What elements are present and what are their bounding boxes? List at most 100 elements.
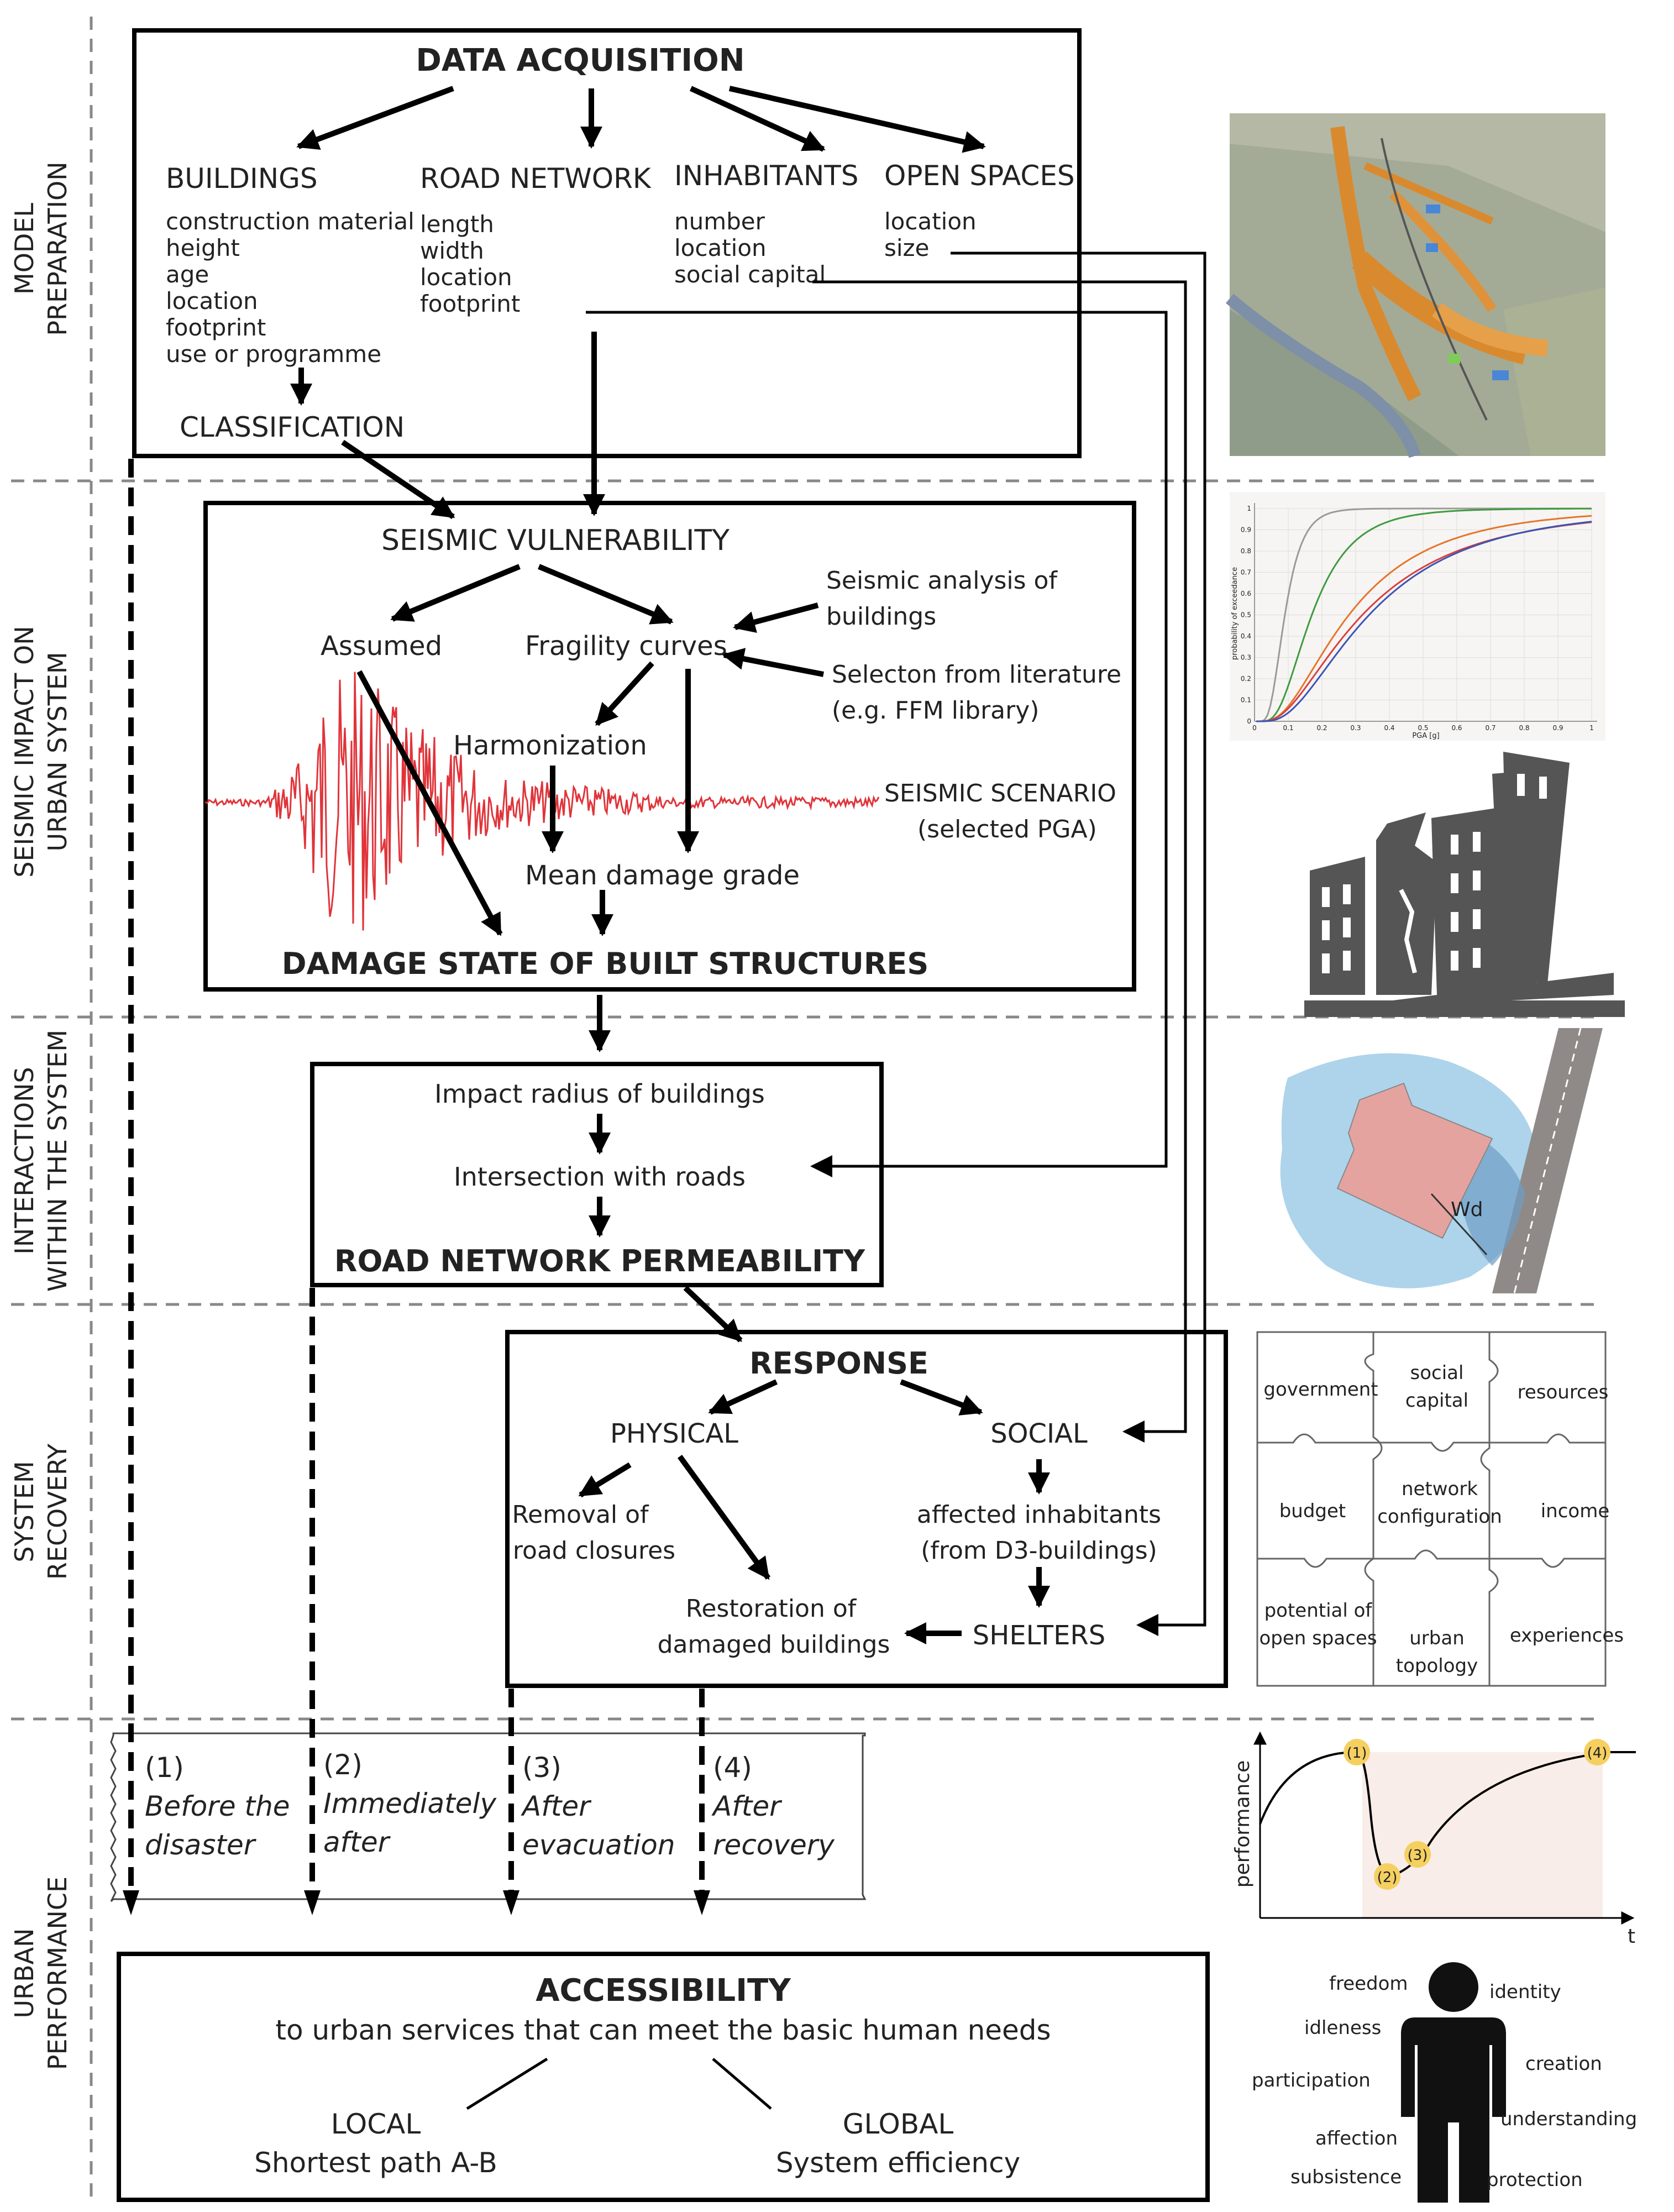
svg-text:PREPARATION: PREPARATION: [43, 161, 72, 336]
road-network-item: width: [420, 237, 484, 264]
buildings-title: BUILDINGS: [166, 163, 318, 195]
svg-text:(2): (2): [1377, 1869, 1398, 1886]
fragility-xtick: 0: [1252, 724, 1257, 732]
svg-text:income: income: [1541, 1500, 1610, 1522]
data-acquisition-arrows: [296, 86, 986, 153]
harmonization-label: Harmonization: [453, 730, 647, 761]
seismic-arrows: [356, 564, 824, 1052]
fragility-ytick: 0.3: [1241, 654, 1251, 662]
stage-separators: [11, 17, 1603, 2205]
svg-text:experiences: experiences: [1510, 1624, 1624, 1647]
fragility-curve: [1256, 515, 1592, 722]
performance-stage-band: [110, 1732, 867, 1902]
fragility-ytick: 0.1: [1241, 696, 1251, 704]
stage-before: (1) Before the disaster: [145, 1752, 290, 1861]
response-title: RESPONSE: [749, 1346, 928, 1381]
fragility-ytick: 0.7: [1241, 569, 1251, 576]
svg-text:INTERACTIONS: INTERACTIONS: [9, 1067, 39, 1255]
damage-state-title: DAMAGE STATE OF BUILT STRUCTURES: [282, 946, 928, 981]
buildings-item: construction material: [166, 208, 414, 235]
damaged-buildings-windows: [1322, 774, 1547, 973]
svg-text:resources: resources: [1518, 1381, 1609, 1403]
svg-text:(4): (4): [1587, 1745, 1608, 1762]
removal-label: road closures: [513, 1537, 675, 1565]
fragility-xlabel: PGA [g]: [1412, 732, 1439, 740]
svg-text:PERFORMANCE: PERFORMANCE: [43, 1876, 72, 2070]
stage-number: (1): [145, 1752, 184, 1784]
svg-text:SEISMIC IMPACT ON: SEISMIC IMPACT ON: [9, 626, 39, 877]
stage-number: (4): [713, 1752, 752, 1784]
impact-radius-illustration: Wd: [1280, 1028, 1603, 1294]
svg-text:WITHIN THE SYSTEM: WITHIN THE SYSTEM: [43, 1030, 72, 1292]
mean-damage-label: Mean damage grade: [525, 860, 800, 891]
inhabitants-title: INHABITANTS: [674, 160, 859, 192]
fragility-ytick: 0.6: [1241, 590, 1251, 597]
damaged-buildings-icon: [1304, 752, 1625, 1017]
stage-label-seismic-impact: SEISMIC IMPACT ON URBAN SYSTEM: [9, 626, 72, 877]
stage-label: after: [323, 1826, 391, 1858]
need-freedom: freedom: [1329, 1973, 1408, 1995]
removal-label: Removal of: [512, 1501, 649, 1529]
svg-text:capital: capital: [1405, 1390, 1468, 1412]
stage-label-model-preparation: MODEL PREPARATION: [9, 161, 72, 336]
open-spaces-item: location: [884, 208, 977, 235]
permeability-title: ROAD NETWORK PERMEABILITY: [334, 1244, 865, 1278]
inhabitants-item: social capital: [674, 261, 826, 288]
road-network-item: footprint: [420, 290, 520, 317]
fragility-xtick: 1: [1589, 724, 1594, 732]
svg-text:URBAN: URBAN: [9, 1928, 39, 2018]
road-network-item: length: [420, 211, 494, 238]
fragility-curves-label: Fragility curves: [525, 631, 727, 662]
svg-text:urban: urban: [1409, 1627, 1465, 1649]
fragility-xtick: 0.7: [1485, 724, 1495, 732]
stage-label: evacuation: [522, 1829, 675, 1861]
stage-evacuation: (3) After evacuation: [521, 1752, 675, 1861]
seismic-box: [203, 501, 1136, 992]
literature-label: (e.g. FFM library): [832, 696, 1039, 725]
shelters-label: SHELTERS: [973, 1620, 1106, 1651]
inhabitants-column: INHABITANTS number location social capit…: [674, 160, 859, 288]
fragility-xtick: 0.2: [1316, 724, 1327, 732]
svg-text:topology: topology: [1396, 1655, 1478, 1677]
local-label: Shortest path A-B: [254, 2147, 497, 2179]
affected-label: (from D3-buildings): [921, 1537, 1157, 1565]
road-network-item: location: [420, 264, 512, 291]
svg-text:social: social: [1410, 1362, 1464, 1384]
data-acquisition-box: [132, 28, 1082, 458]
connector-lines: [586, 251, 1206, 1636]
aerial-map-image: [1225, 113, 1605, 458]
impact-radius-label: Impact radius of buildings: [434, 1079, 765, 1109]
svg-text:SYSTEM: SYSTEM: [9, 1461, 39, 1562]
svg-text:network: network: [1402, 1478, 1478, 1500]
svg-text:government: government: [1263, 1378, 1378, 1401]
svg-text:URBAN SYSTEM: URBAN SYSTEM: [43, 652, 72, 851]
stage-label-performance: URBAN PERFORMANCE: [9, 1876, 72, 2070]
accessibility-subtitle: to urban services that can meet the basi…: [275, 2014, 1051, 2046]
buildings-column: BUILDINGS construction material height a…: [166, 163, 414, 368]
stage-label-recovery: SYSTEM RECOVERY: [9, 1443, 72, 1580]
svg-text:configuration: configuration: [1377, 1506, 1502, 1528]
stage-number: (2): [323, 1749, 363, 1781]
svg-text:budget: budget: [1279, 1500, 1346, 1522]
buildings-item: location: [166, 287, 258, 314]
accessibility-title: ACCESSIBILITY: [536, 1973, 791, 2009]
fragility-xtick: 0.4: [1384, 724, 1394, 732]
need-affection: affection: [1315, 2127, 1398, 2150]
global-label: GLOBAL: [843, 2108, 954, 2140]
need-understanding: understanding: [1500, 2108, 1637, 2130]
stage-label: After: [711, 1790, 783, 1822]
performance-stage-labels: (1) Before the disaster (2) Immediately …: [145, 1749, 835, 1861]
need-creation: creation: [1525, 2053, 1602, 2075]
fragility-xtick: 0.5: [1418, 724, 1428, 732]
performance-xlabel: t: [1628, 1925, 1635, 1948]
need-idleness: idleness: [1304, 2017, 1381, 2039]
buildings-item: use or programme: [166, 340, 381, 368]
seismic-scenario-label: (selected PGA): [917, 815, 1097, 843]
fragility-xtick: 0.9: [1552, 724, 1563, 732]
restoration-label: Restoration of: [686, 1595, 857, 1623]
stage-arrowheads: [123, 1890, 710, 1915]
human-needs-figure: freedom identity idleness creation parti…: [1252, 1962, 1637, 2203]
fragility-xtick: 0.1: [1283, 724, 1293, 732]
accessibility-box: [117, 1952, 1210, 2202]
